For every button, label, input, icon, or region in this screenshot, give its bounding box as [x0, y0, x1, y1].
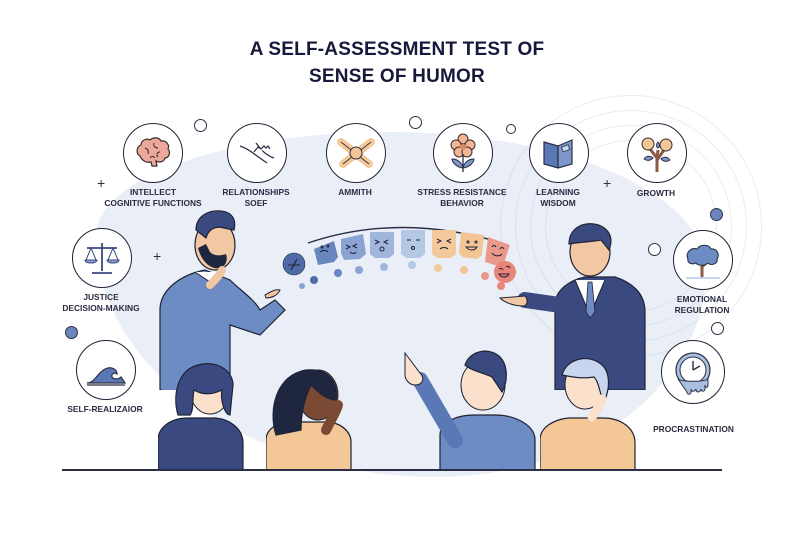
stacked-hands-icon	[326, 123, 386, 183]
blossom-tree-icon	[627, 123, 687, 183]
page-title: A SELF-ASSESSMENT TEST OF SENSE OF HUMOR	[0, 36, 794, 90]
plus-icon: +	[603, 175, 612, 191]
decor-dot	[409, 116, 422, 129]
decor-dot	[710, 208, 723, 221]
helping-hands-icon	[227, 123, 287, 183]
plus-icon: +	[97, 175, 106, 191]
scales-icon	[72, 228, 132, 288]
humor-scale	[282, 226, 516, 290]
bearded-man	[159, 210, 286, 390]
plus-icon: +	[153, 248, 162, 264]
melting-clock-icon	[661, 340, 725, 404]
brain-icon	[123, 123, 183, 183]
decor-dot	[711, 322, 724, 335]
trait-label-growth: GROWTH	[636, 188, 676, 198]
woman-short-hair	[158, 363, 244, 470]
decor-dot	[194, 119, 207, 132]
book-icon	[529, 123, 589, 183]
decor-dot	[648, 243, 661, 256]
title-line-2: SENSE OF HUMOR	[309, 66, 485, 87]
trait-label-ammith: AMMITH	[338, 187, 372, 197]
laughing-woman	[266, 369, 352, 470]
trait-label-self: SELF-REALIZAIOR	[67, 404, 143, 414]
decor-dot	[506, 124, 516, 134]
title-line-1: A SELF-ASSESSMENT TEST OF	[249, 39, 545, 60]
man-with-tie	[498, 223, 646, 390]
tree-icon	[673, 230, 733, 290]
wave-icon	[76, 340, 136, 400]
pointing-man	[404, 350, 536, 470]
older-woman	[540, 358, 636, 470]
ground-line	[62, 469, 722, 471]
trait-label-procrastination: PROCRASTINATION	[653, 424, 734, 434]
flower-icon	[433, 123, 493, 183]
decor-dot	[65, 326, 78, 339]
